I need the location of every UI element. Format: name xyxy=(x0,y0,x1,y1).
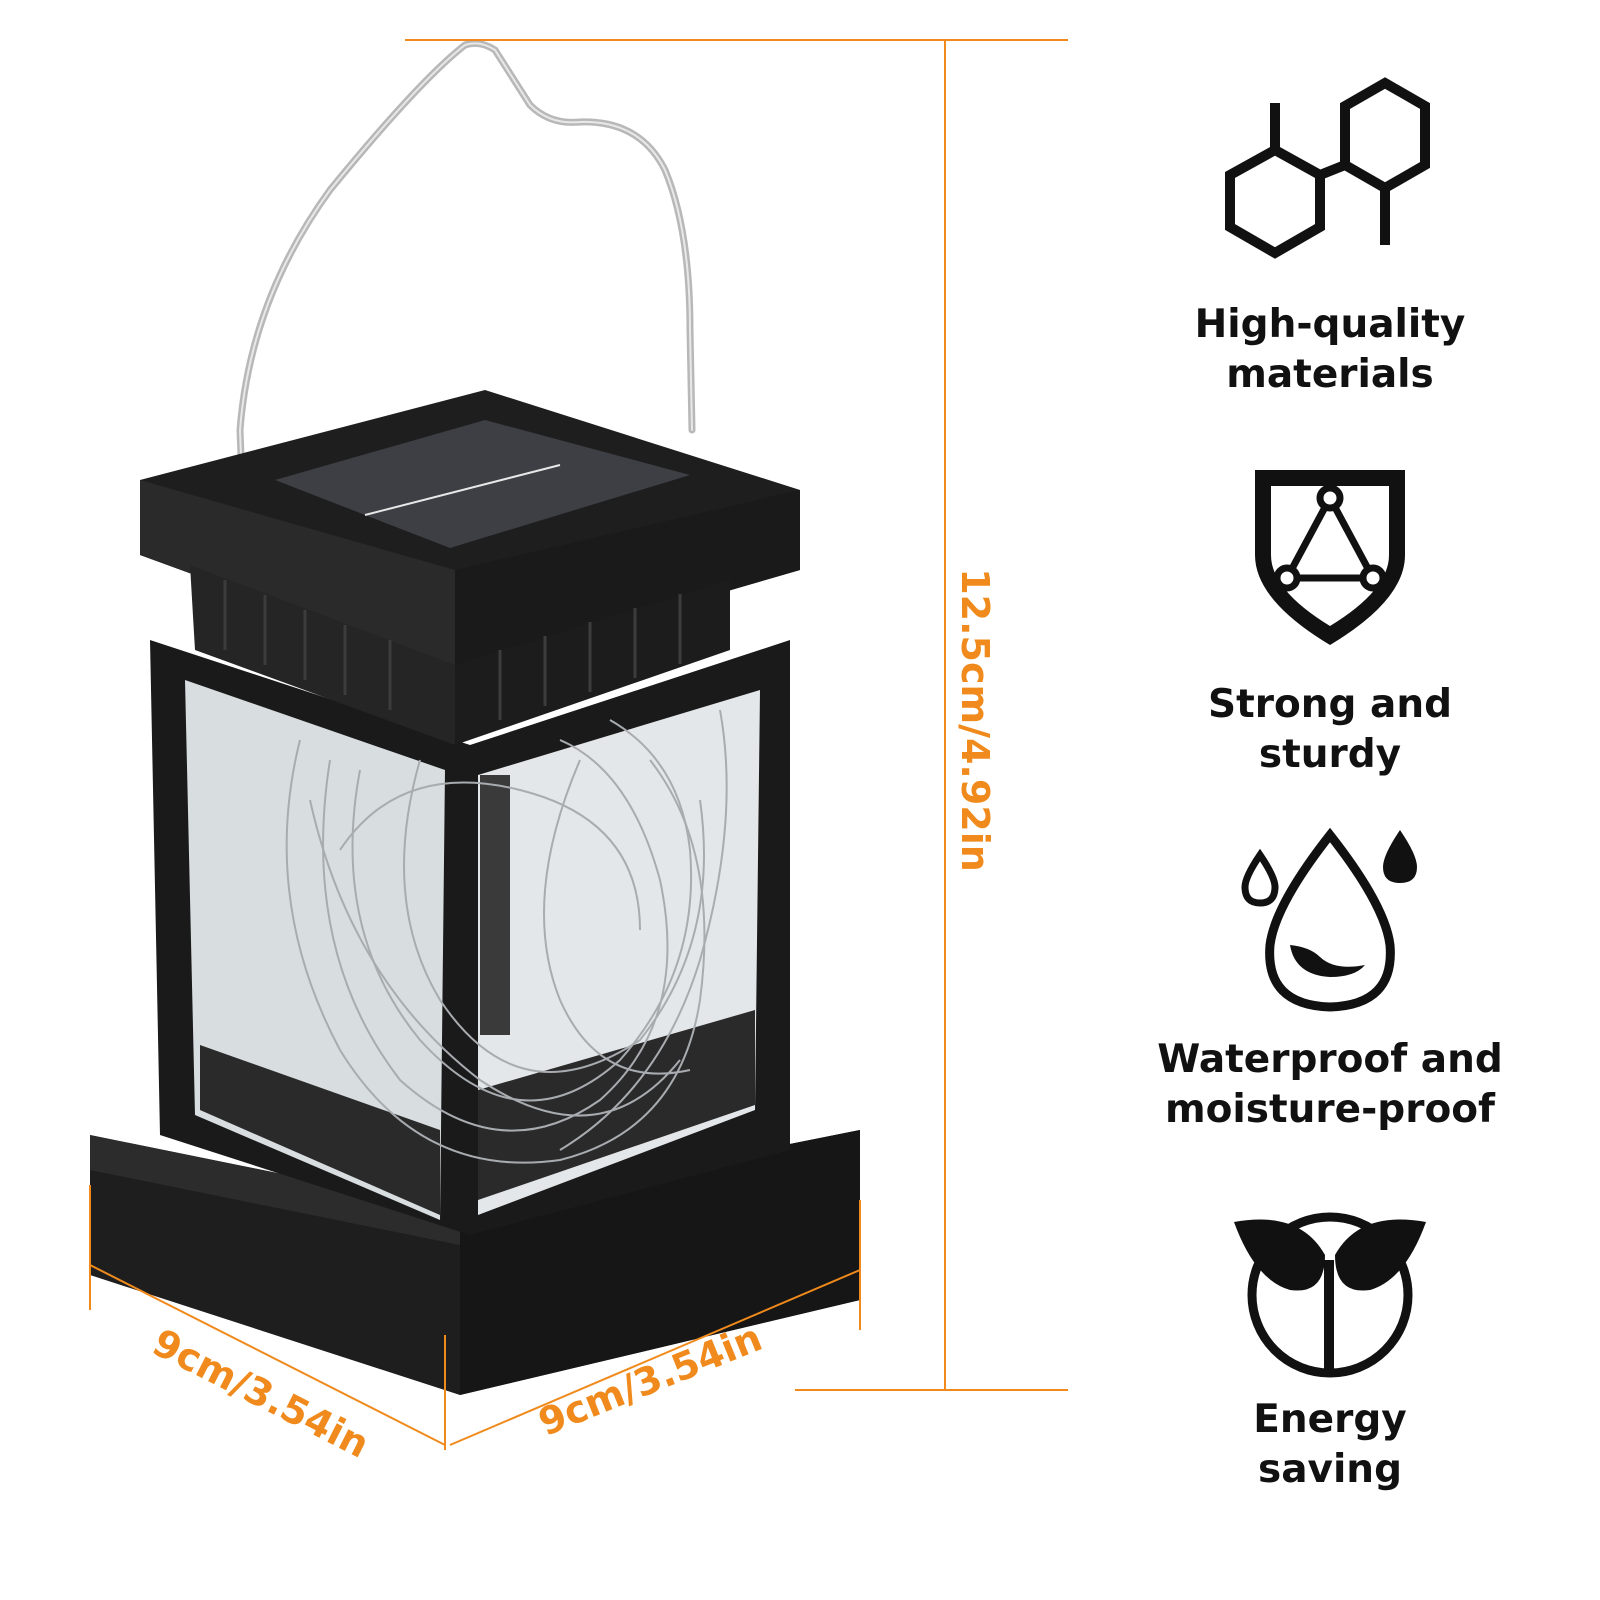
feature-energy-saving: Energy saving xyxy=(1110,1200,1550,1495)
width-right-label: 9cm/3.54in xyxy=(532,1315,768,1444)
feature-label-line2: saving xyxy=(1257,1447,1402,1492)
fairy-lights xyxy=(285,709,728,1164)
feature-label-line1: Strong and xyxy=(1207,682,1453,727)
feature-label-line1: Energy xyxy=(1253,1397,1407,1442)
shield-triangle-icon xyxy=(1255,470,1405,645)
width-left-dimension-line xyxy=(89,1264,446,1446)
height-label: 12.5cm/4.92in xyxy=(953,568,997,872)
feature-waterproof: Waterproof and moisture-proof xyxy=(1110,825,1550,1135)
water-drop-icon xyxy=(1241,827,1417,1012)
feature-high-quality-materials: High-quality materials xyxy=(1110,75,1550,400)
feature-label-line2: moisture-proof xyxy=(1165,1087,1495,1132)
width-right-dimension-line xyxy=(449,1269,861,1446)
feature-strong-and-sturdy: Strong and sturdy xyxy=(1110,460,1550,780)
feature-label-line1: Waterproof and xyxy=(1157,1037,1503,1082)
molecule-hexagon-icon xyxy=(1225,77,1430,259)
feature-label-line2: materials xyxy=(1226,352,1434,397)
leaf-sprout-icon xyxy=(1234,1212,1426,1378)
feature-label-line2: sturdy xyxy=(1258,732,1402,777)
feature-label-line1: High-quality xyxy=(1194,302,1466,347)
